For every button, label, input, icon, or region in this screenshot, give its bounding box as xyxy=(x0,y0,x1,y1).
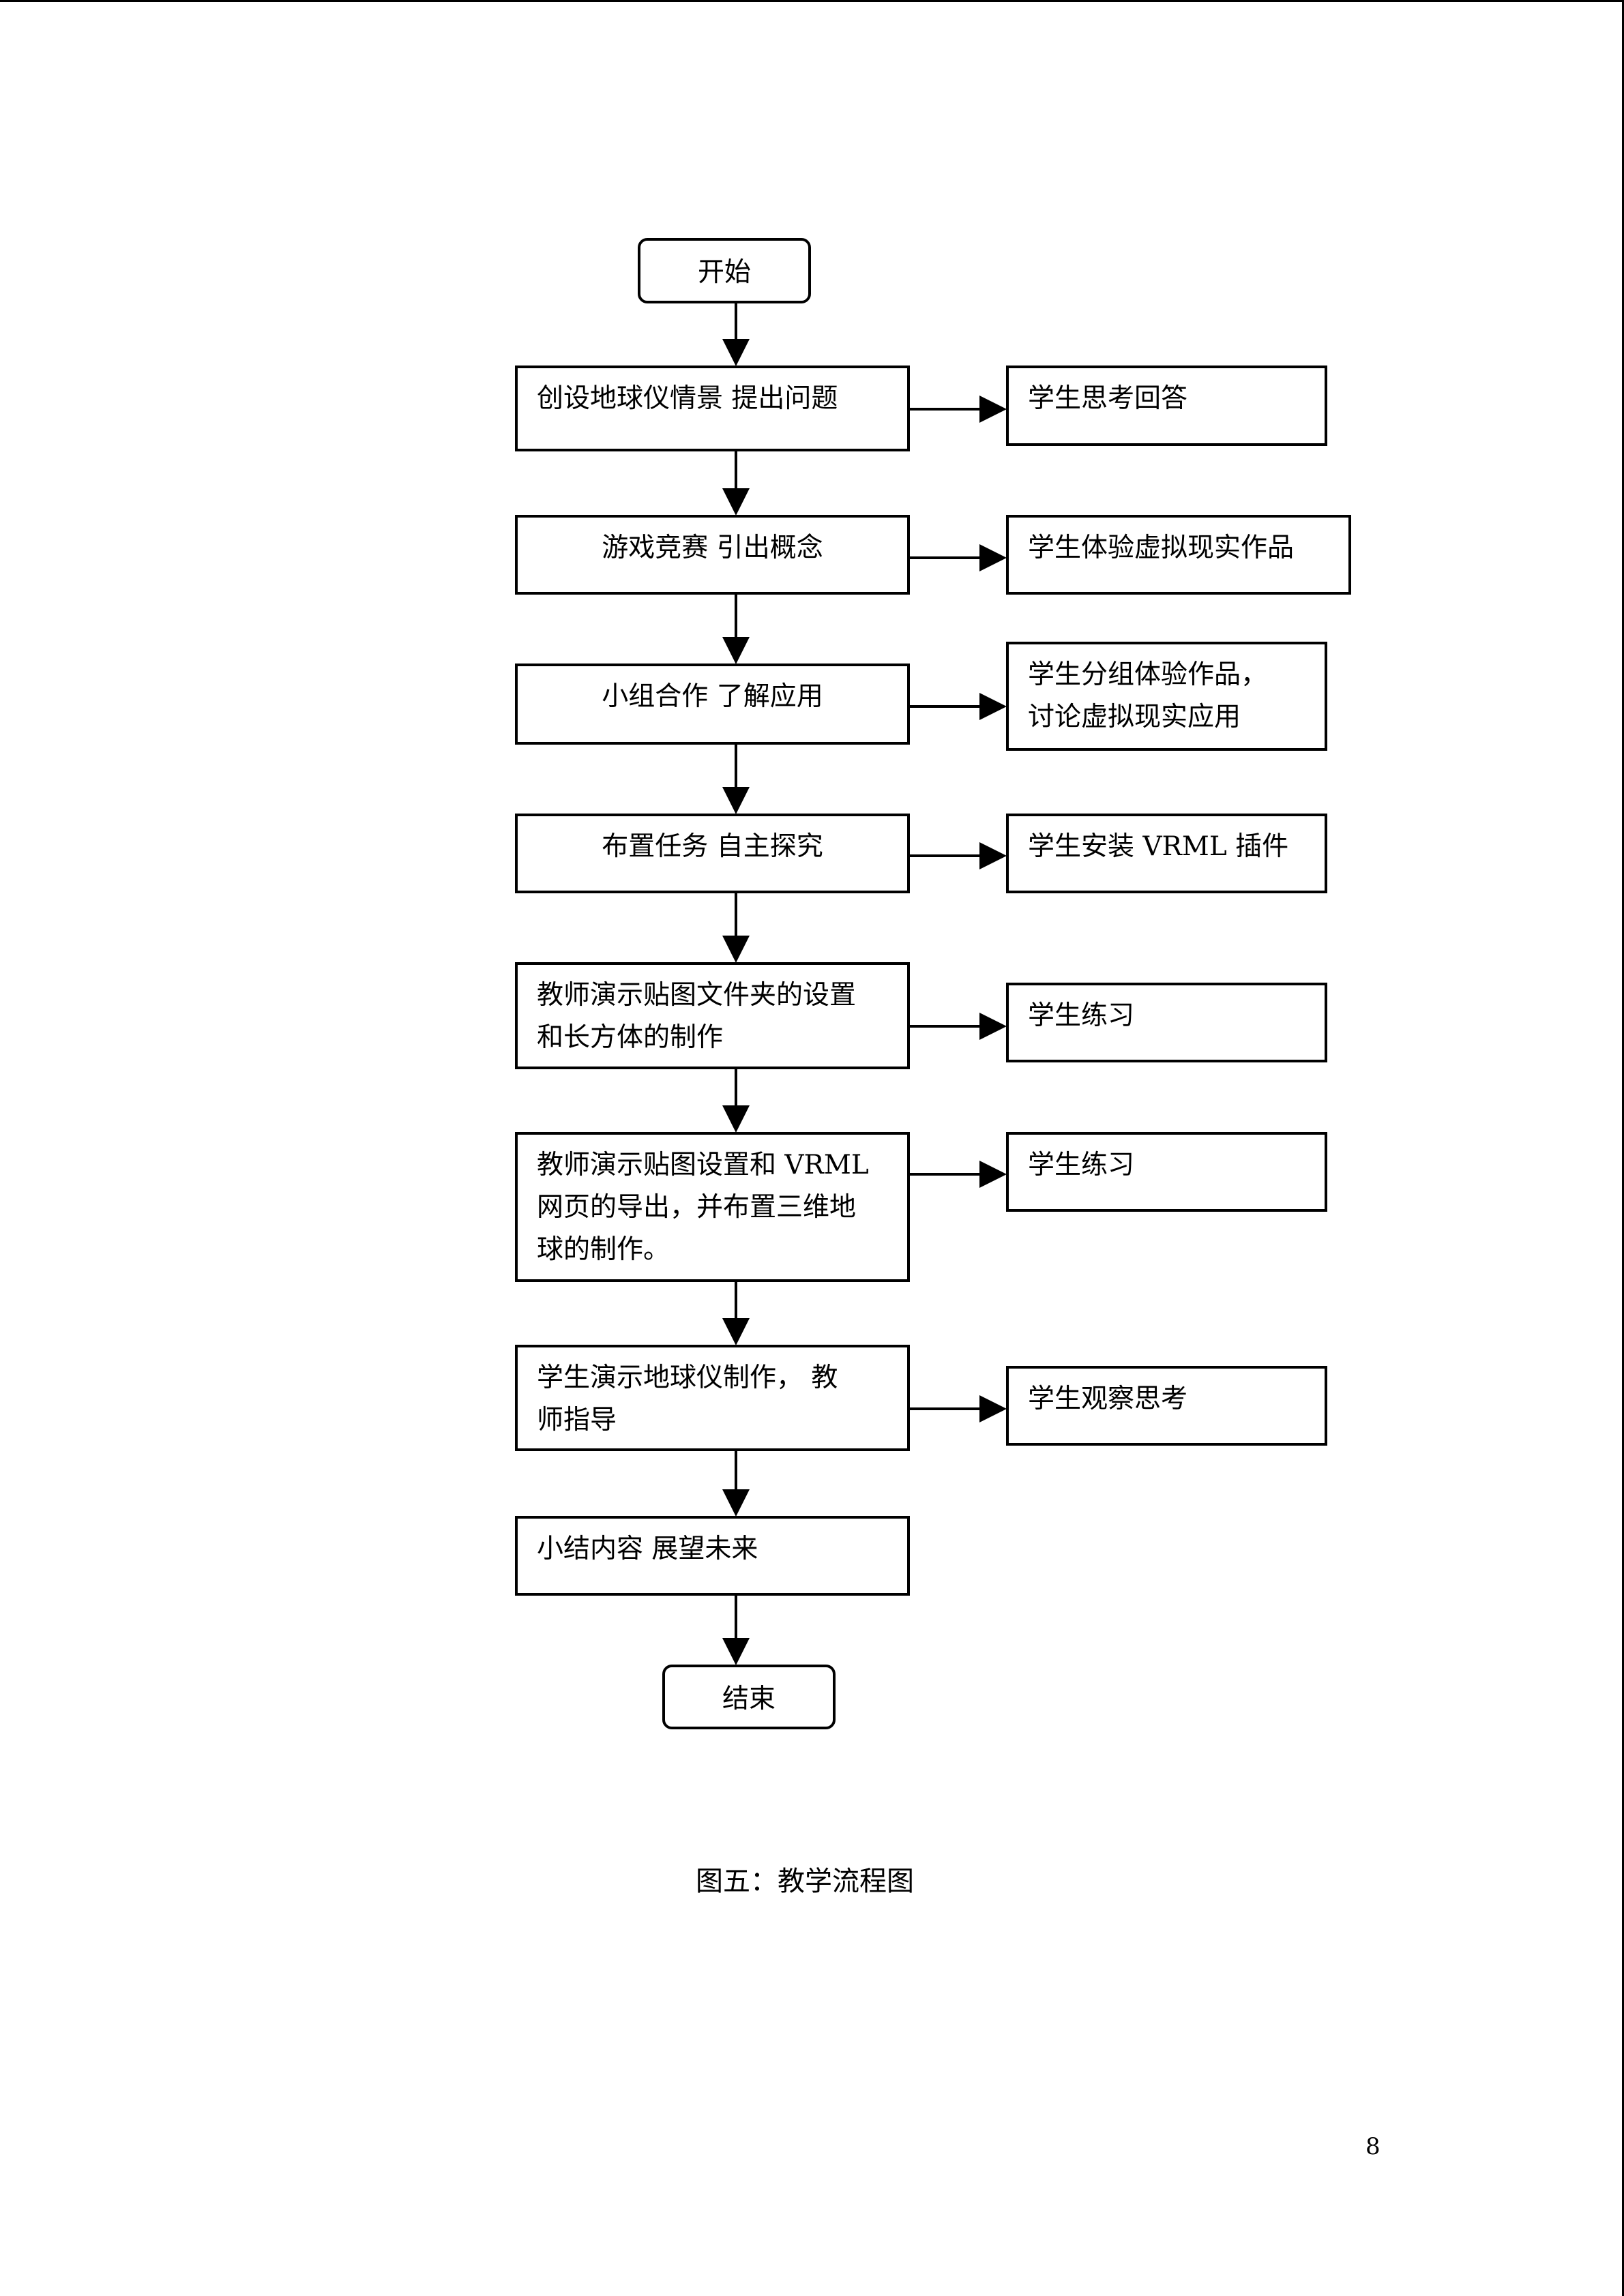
side-note-4-label: 学生安装 VRML 插件 xyxy=(1028,831,1289,862)
flow-end-node: 结束 xyxy=(662,1665,836,1729)
flow-end-label: 结束 xyxy=(722,1684,776,1714)
side-note-7-label: 学生观察思考 xyxy=(1028,1384,1188,1414)
side-note-6: 学生练习 xyxy=(1006,1132,1327,1212)
flow-step-7-label: 学生演示地球仪制作， 教 师指导 xyxy=(537,1362,838,1435)
side-note-3: 学生分组体验作品， 讨论虚拟现实应用 xyxy=(1006,642,1327,751)
flow-start-node: 开始 xyxy=(638,238,811,303)
side-note-5: 学生练习 xyxy=(1006,983,1327,1062)
flow-step-8-label: 小结内容 展望未来 xyxy=(537,1534,758,1564)
page-border-top xyxy=(0,0,1624,2)
flow-step-1-label: 创设地球仪情景 提出问题 xyxy=(537,383,838,414)
side-note-1: 学生思考回答 xyxy=(1006,366,1327,446)
flow-step-3-label: 小组合作 了解应用 xyxy=(602,681,823,712)
flow-step-6-label: 教师演示贴图设置和 VRML 网页的导出，并布置三维地 球的制作。 xyxy=(537,1150,869,1265)
flow-step-6: 教师演示贴图设置和 VRML 网页的导出，并布置三维地 球的制作。 xyxy=(515,1132,910,1282)
flow-step-4-label: 布置任务 自主探究 xyxy=(602,831,823,862)
side-note-7: 学生观察思考 xyxy=(1006,1366,1327,1446)
flow-step-1: 创设地球仪情景 提出问题 xyxy=(515,366,910,451)
side-note-3-label: 学生分组体验作品， 讨论虚拟现实应用 xyxy=(1028,659,1268,732)
side-note-6-label: 学生练习 xyxy=(1028,1150,1135,1180)
side-note-5-label: 学生练习 xyxy=(1028,1000,1135,1031)
flow-step-4: 布置任务 自主探究 xyxy=(515,814,910,893)
side-note-1-label: 学生思考回答 xyxy=(1028,383,1188,414)
flow-start-label: 开始 xyxy=(697,257,751,288)
flow-step-5-label: 教师演示贴图文件夹的设置 和长方体的制作 xyxy=(537,980,857,1053)
page-number: 8 xyxy=(1365,2133,1381,2160)
side-note-4: 学生安装 VRML 插件 xyxy=(1006,814,1327,893)
flow-step-7: 学生演示地球仪制作， 教 师指导 xyxy=(515,1345,910,1451)
flow-step-8: 小结内容 展望未来 xyxy=(515,1516,910,1596)
side-note-2: 学生体验虚拟现实作品 xyxy=(1006,515,1351,595)
flow-step-3: 小组合作 了解应用 xyxy=(515,664,910,745)
flow-step-2: 游戏竞赛 引出概念 xyxy=(515,515,910,595)
flow-step-2-label: 游戏竞赛 引出概念 xyxy=(602,533,823,563)
flow-step-5: 教师演示贴图文件夹的设置 和长方体的制作 xyxy=(515,962,910,1069)
page-border-right xyxy=(1622,0,1624,2296)
side-note-2-label: 学生体验虚拟现实作品 xyxy=(1028,533,1295,563)
figure-caption: 图五：教学流程图 xyxy=(696,1866,914,1897)
